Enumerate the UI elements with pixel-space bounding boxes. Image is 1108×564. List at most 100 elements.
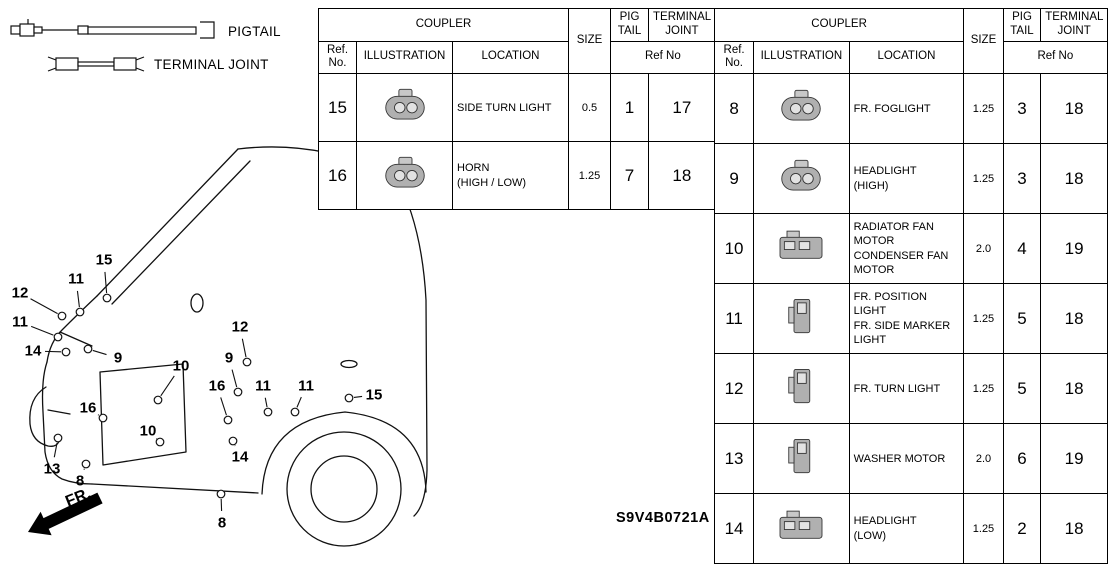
ref-no-cell: 9 (715, 144, 754, 214)
callout-leader-line (297, 397, 301, 407)
callout-number: 14 (232, 449, 249, 466)
size-header: SIZE (569, 9, 611, 74)
illustration-cell (754, 284, 850, 354)
connector-point (54, 434, 62, 442)
size-cell: 2.0 (964, 424, 1004, 494)
terminal-joint-header: TERMINAL JOINT (1041, 9, 1108, 42)
location-cell: HEADLIGHT (HIGH) (849, 144, 964, 214)
connector-point (58, 312, 66, 320)
location-cell: FR. TURN LIGHT (849, 354, 964, 424)
size-cell: 1.25 (964, 74, 1004, 144)
connector-tall-icon (773, 294, 829, 338)
connector-point (62, 348, 70, 356)
terminal-joint-cell: 18 (1041, 354, 1108, 424)
connector-round-icon (377, 83, 433, 127)
callout-leader-line (221, 397, 227, 415)
callout-number: 13 (44, 461, 61, 478)
pigtail-cell: 5 (1003, 354, 1041, 424)
part-code: S9V4B0721A (616, 510, 710, 526)
location-cell: RADIATOR FAN MOTOR CONDENSER FAN MOTOR (849, 214, 964, 284)
fr-direction: FR. (28, 485, 103, 535)
callout-leader-line (77, 291, 79, 307)
callout-number: 9 (225, 350, 233, 367)
ref-no-cell: 12 (715, 354, 754, 424)
coupler-header: COUPLER (319, 9, 569, 42)
connector-point (345, 394, 353, 402)
callout-number: 14 (25, 343, 42, 360)
illustration-cell (754, 214, 850, 284)
pigtail-cell: 6 (1003, 424, 1041, 494)
callout-leader-line (232, 370, 237, 388)
location-cell: FR. POSITION LIGHT FR. SIDE MARKER LIGHT (849, 284, 964, 354)
callout-number: 8 (218, 515, 226, 532)
ref-no-cell: 13 (715, 424, 754, 494)
ref-no-sub-header: Ref No (611, 41, 716, 74)
callout-number: 15 (366, 387, 383, 404)
connector-point (234, 388, 242, 396)
callout-leader-line (93, 350, 107, 354)
illustration-cell (754, 74, 850, 144)
terminal-joint-cell: 18 (1041, 74, 1108, 144)
terminal-joint-cell: 17 (649, 74, 716, 142)
legend-pigtail-row: PIGTAIL (8, 16, 281, 46)
connector-point (54, 333, 62, 341)
callout-number: 9 (114, 350, 122, 367)
callout-leader-line (265, 398, 267, 407)
terminal-joint-cell: 18 (1041, 284, 1108, 354)
connector-point (291, 408, 299, 416)
pigtail-cell: 3 (1003, 144, 1041, 214)
size-cell: 0.5 (569, 74, 611, 142)
illustration-cell (357, 142, 453, 210)
illustration-cell (754, 424, 850, 494)
connector-tall-icon (773, 434, 829, 478)
pigtail-cell: 7 (611, 142, 649, 210)
pigtail-header: PIG TAIL (611, 9, 649, 42)
pigtail-cell: 1 (611, 74, 649, 142)
terminal-joint-cell: 18 (1041, 144, 1108, 214)
callout-leader-line (242, 339, 246, 357)
location-header: LOCATION (849, 41, 964, 74)
connector-point (156, 438, 164, 446)
size-cell: 2.0 (964, 214, 1004, 284)
coupler-table-left: COUPLER SIZE PIG TAIL TERMINAL JOINT Ref… (318, 8, 716, 210)
size-cell: 1.25 (569, 142, 611, 210)
callout-number: 11 (68, 271, 84, 288)
connector-point (99, 414, 107, 422)
connector-point (76, 308, 84, 316)
terminal-joint-cell: 18 (1041, 494, 1108, 564)
connector-point (264, 408, 272, 416)
illustration-cell (754, 144, 850, 214)
connector-round-icon (377, 151, 433, 195)
location-cell: HORN (HIGH / LOW) (453, 142, 569, 210)
pigtail-label: PIGTAIL (228, 24, 281, 39)
location-cell: FR. FOGLIGHT (849, 74, 964, 144)
connector-point (229, 437, 237, 445)
callout-leader-line (161, 376, 174, 396)
callout-number: 10 (173, 358, 190, 375)
terminal-joint-label: TERMINAL JOINT (154, 57, 269, 72)
terminal-joint-cell: 19 (1041, 424, 1108, 494)
connector-point (224, 416, 232, 424)
legend-terminal-joint-row: TERMINAL JOINT (46, 52, 281, 76)
location-header: LOCATION (453, 41, 569, 74)
location-cell: SIDE TURN LIGHT (453, 74, 569, 142)
ref-no-cell: 8 (715, 74, 754, 144)
connector-point (103, 294, 111, 302)
callout-number: 12 (232, 319, 249, 336)
illustration-cell (754, 354, 850, 424)
terminal-joint-icon (46, 52, 146, 76)
connector-point (217, 490, 225, 498)
pigtail-cell: 3 (1003, 74, 1041, 144)
pigtail-icon (8, 16, 220, 46)
legend: PIGTAIL TERMINAL JOINT (8, 16, 281, 76)
callout-number: 11 (255, 378, 271, 395)
coupler-header: COUPLER (715, 9, 964, 42)
terminal-joint-cell: 18 (649, 142, 716, 210)
callout-number: 15 (96, 252, 113, 269)
